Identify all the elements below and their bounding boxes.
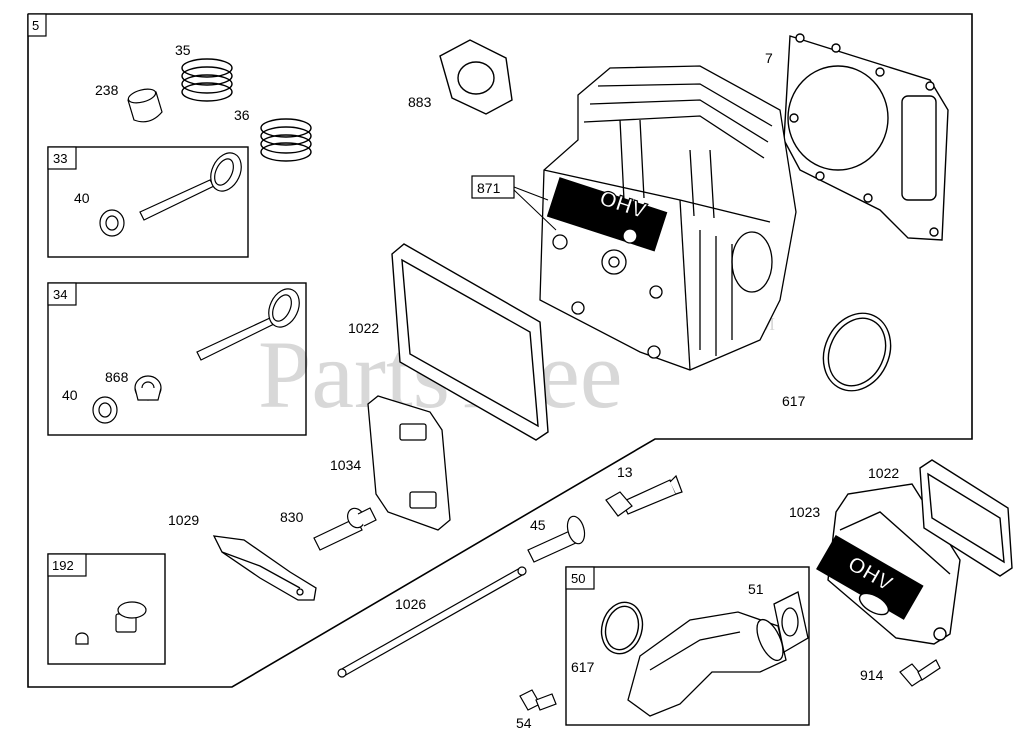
exhaust-valve[interactable] — [139, 148, 247, 221]
label-1022a: 1022 — [348, 320, 379, 336]
label-830: 830 — [280, 509, 304, 525]
label-883: 883 — [408, 94, 432, 110]
inset-label-34: 34 — [53, 287, 67, 302]
tappet-45[interactable] — [527, 514, 587, 563]
cylinder-head-871[interactable]: OHV — [539, 65, 797, 371]
label-238: 238 — [95, 82, 119, 98]
label-51: 51 — [748, 581, 764, 597]
valve-retainer-40b[interactable] — [92, 396, 118, 424]
label-1034: 1034 — [330, 457, 361, 473]
label-617a: 617 — [782, 393, 806, 409]
label-871-box — [471, 175, 515, 199]
stud-830[interactable] — [313, 506, 377, 551]
label-868: 868 — [105, 369, 129, 385]
label-1023: 1023 — [789, 504, 820, 520]
label-871: 871 — [477, 180, 501, 196]
valve-spring-36[interactable] — [260, 118, 312, 162]
assembly-number-box — [27, 13, 47, 37]
intake-gasket-51[interactable] — [773, 591, 809, 654]
label-914: 914 — [860, 667, 884, 683]
valve-cover-1023[interactable]: OHV — [816, 483, 961, 645]
intake-elbow[interactable] — [627, 611, 788, 717]
label-7: 7 — [765, 50, 773, 66]
label-1026: 1026 — [395, 596, 426, 612]
valve-spring-35[interactable] — [181, 58, 233, 102]
cover-gasket-1022b[interactable] — [919, 459, 1013, 577]
o-ring-617b[interactable] — [596, 598, 648, 659]
inset-label-192: 192 — [52, 558, 74, 573]
inset-50[interactable]: 50 — [565, 566, 810, 726]
label-45: 45 — [530, 517, 546, 533]
rocker-arm-1029[interactable] — [212, 535, 317, 601]
breather-fitting[interactable] — [75, 601, 147, 645]
label-35: 35 — [175, 42, 191, 58]
rocker-gasket-1022a[interactable] — [391, 243, 549, 441]
inset-label-50: 50 — [571, 571, 585, 586]
label-40b: 40 — [62, 387, 78, 403]
valve-cap-238[interactable] — [127, 87, 163, 123]
inset-label-33: 33 — [53, 151, 67, 166]
label-40a: 40 — [74, 190, 90, 206]
pushrod-1026[interactable] — [337, 566, 527, 678]
screw-54[interactable] — [519, 689, 557, 711]
label-617b: 617 — [571, 659, 595, 675]
valve-seal-868[interactable] — [134, 375, 162, 401]
label-1029: 1029 — [168, 512, 199, 528]
exhaust-gasket-883[interactable] — [439, 39, 513, 115]
assembly-outline — [27, 13, 973, 688]
label-36: 36 — [234, 107, 250, 123]
valve-retainer-40a[interactable] — [99, 209, 125, 237]
o-ring-617a[interactable] — [811, 302, 903, 402]
inset-33[interactable]: 33 — [47, 146, 249, 258]
leader-lines — [513, 186, 557, 231]
inset-34[interactable]: 34 — [47, 282, 307, 436]
label-1022b: 1022 — [868, 465, 899, 481]
label-13: 13 — [617, 464, 633, 480]
bolt-13[interactable] — [605, 474, 683, 517]
head-gasket-7[interactable] — [783, 33, 949, 241]
assembly-number: 5 — [32, 18, 39, 33]
label-54: 54 — [516, 715, 532, 731]
breather-plate-1034[interactable] — [367, 395, 451, 531]
screw-914[interactable] — [899, 659, 941, 687]
intake-valve[interactable] — [196, 284, 305, 361]
inset-192[interactable]: 192 — [47, 553, 166, 665]
